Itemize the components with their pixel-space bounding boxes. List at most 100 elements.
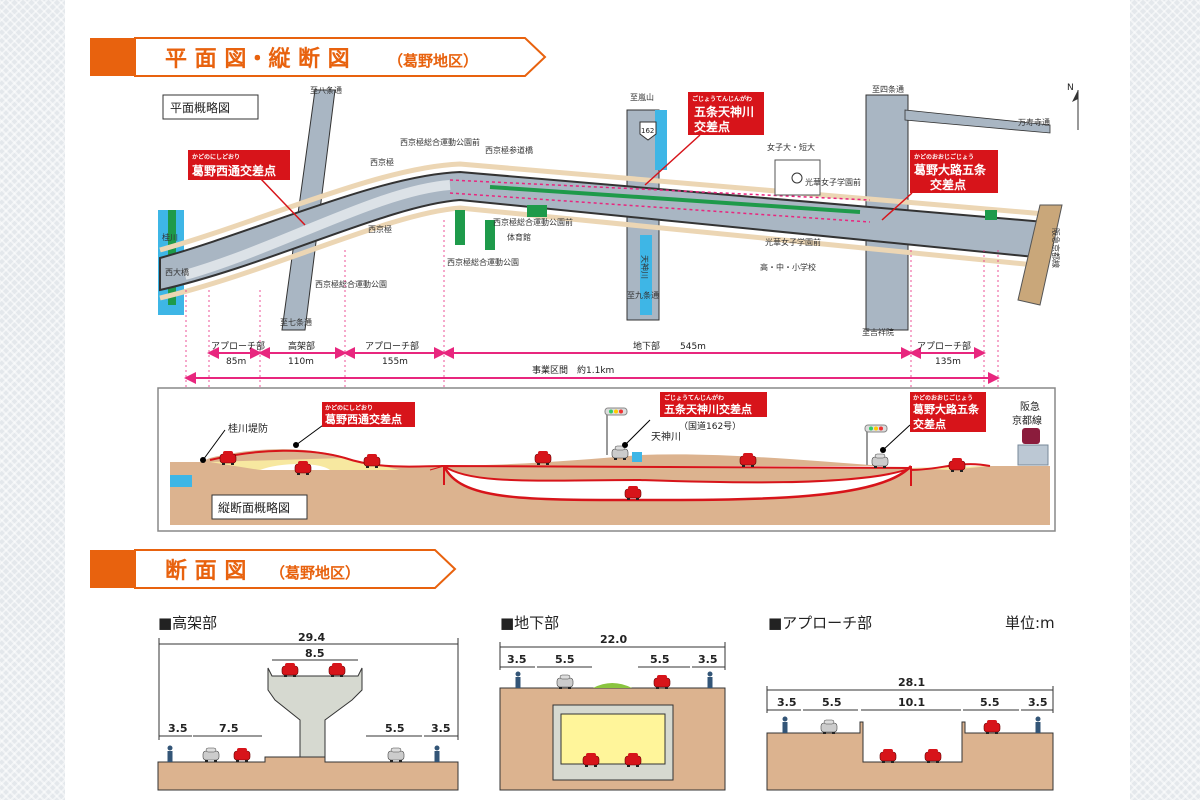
north-arrow-icon: N: [1067, 83, 1079, 130]
school-icon: [791, 172, 803, 184]
segment-label-3: アプローチ部: [365, 340, 419, 352]
label-hankyu-2: 京都線: [1012, 414, 1042, 427]
svg-text:交差点: 交差点: [694, 119, 730, 134]
label-shichijo: 至七条通: [280, 317, 312, 327]
plan-label: 平面概略図: [170, 100, 230, 115]
cross-section-underground: ■地下部 22.0 3.5 5.5 5.5 3.5: [499, 614, 726, 791]
svg-text:3.5: 3.5: [777, 696, 797, 709]
label-koka-mae: 光華女子学園前: [805, 177, 861, 187]
label-tenjingawa: 天神川: [651, 430, 681, 443]
segment-length-3: 155m: [382, 357, 408, 367]
svg-text:葛野西通交差点: 葛野西通交差点: [324, 412, 402, 426]
label-gym: 体育館: [507, 232, 531, 242]
svg-text:10.1: 10.1: [898, 696, 925, 709]
svg-text:五条天神川: 五条天神川: [694, 104, 754, 119]
svg-text:かどのにしどおり: かどのにしどおり: [325, 404, 373, 412]
svg-text:五条天神川交差点: 五条天神川交差点: [664, 402, 752, 416]
label-nishikyo2: 西京極: [368, 224, 392, 234]
svg-text:7.5: 7.5: [219, 722, 239, 735]
svg-text:162: 162: [641, 127, 654, 135]
plan-map: 平面概略図 至八条通 西京極総合運動公園前 西京極 西京極参道橋 至嵐山 162…: [158, 83, 1079, 337]
elevated-title: ■高架部: [158, 614, 217, 632]
segment-length-1: 85m: [226, 357, 246, 367]
label-park: 西京極総合運動公園: [447, 257, 519, 267]
callout-kadono-nishi: かどのにしどおり 葛野西通交差点: [188, 150, 306, 226]
segment-length-4: 545m: [680, 342, 706, 352]
svg-text:交差点: 交差点: [930, 177, 966, 192]
label-kisshoin: 至吉祥院: [862, 327, 894, 337]
label-nishikyogoku: 西京極: [370, 157, 394, 167]
svg-text:かどのおおじごじょう: かどのおおじごじょう: [914, 153, 974, 161]
svg-text:5.5: 5.5: [555, 653, 575, 666]
label-hankyu-1: 阪急: [1020, 400, 1040, 413]
svg-text:22.0: 22.0: [600, 633, 627, 646]
project-span: 事業区間 約1.1km: [532, 364, 614, 376]
svg-text:3.5: 3.5: [168, 722, 188, 735]
svg-text:8.5: 8.5: [305, 647, 325, 660]
segment-label-4: 地下部: [633, 340, 660, 352]
svg-text:5.5: 5.5: [822, 696, 842, 709]
svg-text:かどのおおじごじょう: かどのおおじごじょう: [913, 394, 973, 402]
underground-title: ■地下部: [500, 614, 559, 632]
section-banner-cross-section: 断 面 図 （葛野地区）: [90, 549, 457, 589]
label-park-mae2: 西京極総合運動公園前: [493, 217, 573, 227]
label-nishiohashi: 西大橋: [165, 267, 189, 277]
svg-text:28.1: 28.1: [898, 676, 925, 689]
longitudinal-profile: 桂川堤防 天神川 （国道162号） 阪急 京都線 かどのにしどおり葛野西通交差点…: [157, 387, 1056, 532]
label-manjuji: 万寿寺通: [1018, 117, 1050, 127]
label-koka-mae2: 光華女子学園前: [765, 237, 821, 247]
callout-kadono-oji-gojo: かどのおおじごじょう 葛野大路五条 交差点: [881, 150, 998, 221]
cross-section-approach: ■アプローチ部 28.1 3.5 5.5 10.1 5.5 3.5: [766, 614, 1054, 791]
label-katsuragawa: 桂川: [162, 232, 178, 242]
svg-text:5.5: 5.5: [980, 696, 1000, 709]
svg-text:交差点: 交差点: [913, 417, 946, 431]
unit-label: 単位:m: [1005, 614, 1055, 632]
svg-text:ごじょうてんじんがわ: ごじょうてんじんがわ: [664, 394, 724, 402]
approach-title: ■アプローチ部: [768, 614, 872, 632]
svg-text:葛野大路五条: 葛野大路五条: [913, 162, 987, 177]
traffic-signal-icon: [604, 407, 628, 455]
label-shijo: 至四条通: [872, 84, 904, 94]
label-hankyu-map: 阪急京都線: [1051, 228, 1061, 268]
label-park2: 西京極総合運動公園: [315, 279, 387, 289]
label-levee: 桂川堤防: [228, 422, 268, 435]
label-joshidai: 女子大・短大: [767, 142, 815, 152]
hankyu-rail: [1017, 204, 1063, 306]
section2-title: 断 面 図: [165, 558, 246, 584]
label-park-mae: 西京極総合運動公園前: [400, 137, 480, 147]
svg-text:3.5: 3.5: [507, 653, 527, 666]
profile-label: 縦断面概略図: [218, 500, 290, 515]
hankyu-station-icon: [1017, 428, 1049, 466]
segment-label-2: 高架部: [288, 340, 315, 352]
label-tenjingawa-map: 天神川: [640, 255, 650, 279]
section2-subtitle: （葛野地区）: [270, 564, 360, 582]
segment-dimensions: [184, 347, 1000, 384]
label-hachijo: 至八条通: [310, 85, 342, 95]
cross-section-elevated: ■高架部 29.4 8.5 3.5 7.5 5.5 3.5: [157, 614, 459, 791]
label-school: 高・中・小学校: [760, 262, 816, 272]
label-arashiyama: 至嵐山: [630, 92, 654, 102]
section-banner-plan-profile: 平 面 図・縦 断 図 （葛野地区）: [90, 37, 547, 77]
svg-text:3.5: 3.5: [431, 722, 451, 735]
section-title: 平 面 図・縦 断 図: [165, 46, 350, 72]
segment-label-1: アプローチ部: [211, 340, 265, 352]
svg-text:29.4: 29.4: [298, 631, 325, 644]
route-162-marker: 162: [639, 121, 657, 141]
svg-text:N: N: [1067, 83, 1074, 93]
label-kujo: 至九条通: [627, 290, 659, 300]
route-note: （国道162号）: [679, 420, 741, 432]
callout-gojo-tenjingawa: ごじょうてんじんがわ 五条天神川 交差点: [644, 92, 764, 186]
traffic-signal-icon: [864, 424, 888, 465]
segment-length-5: 135m: [935, 357, 961, 367]
svg-text:かどのにしどおり: かどのにしどおり: [192, 153, 240, 161]
tenjingawa-river: [632, 452, 642, 462]
segment-label-5: アプローチ部: [917, 340, 971, 352]
svg-text:葛野大路五条: 葛野大路五条: [912, 402, 980, 416]
svg-text:葛野西通交差点: 葛野西通交差点: [191, 163, 276, 178]
svg-text:3.5: 3.5: [698, 653, 718, 666]
svg-text:5.5: 5.5: [650, 653, 670, 666]
